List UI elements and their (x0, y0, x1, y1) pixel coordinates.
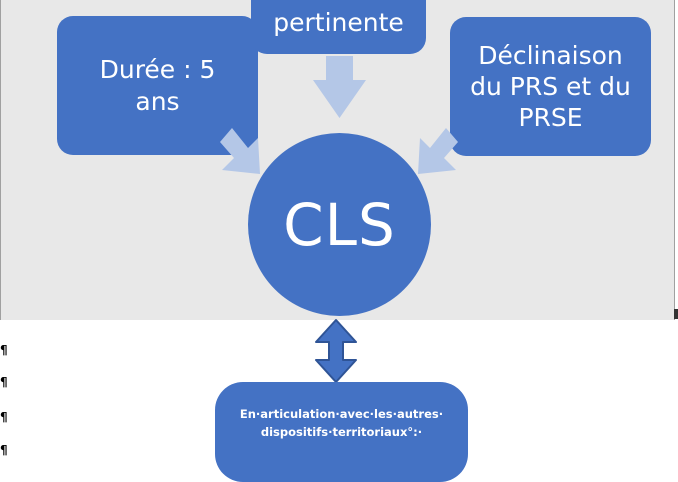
anchor-mark (674, 309, 678, 319)
relevant-box[interactable]: pertinente (251, 0, 426, 54)
relevant-text: pertinente (273, 7, 404, 37)
duration-box[interactable]: Durée : 5 ans (57, 16, 258, 155)
duration-text: Durée : 5 ans (99, 55, 216, 116)
articulation-line-2: dispositifs·territoriaux°:· (260, 424, 423, 439)
prs-box[interactable]: Déclinaison du PRS et du PRSE (450, 17, 651, 156)
articulation-line-1: En·articulation·avec·les·autres· (239, 407, 444, 421)
cls-label: CLS (283, 190, 396, 259)
paragraph-mark: ¶ (0, 410, 8, 424)
prs-text: Déclinaison du PRS et du PRSE (470, 40, 631, 133)
paragraph-mark: ¶ (0, 343, 8, 357)
paragraph-mark: ¶ (0, 375, 8, 389)
articulation-box[interactable]: En·articulation·avec·les·autres· disposi… (215, 382, 468, 482)
double-arrow-icon (315, 319, 357, 383)
cls-circle[interactable]: CLS (248, 133, 431, 316)
paragraph-mark: ¶ (0, 443, 8, 457)
